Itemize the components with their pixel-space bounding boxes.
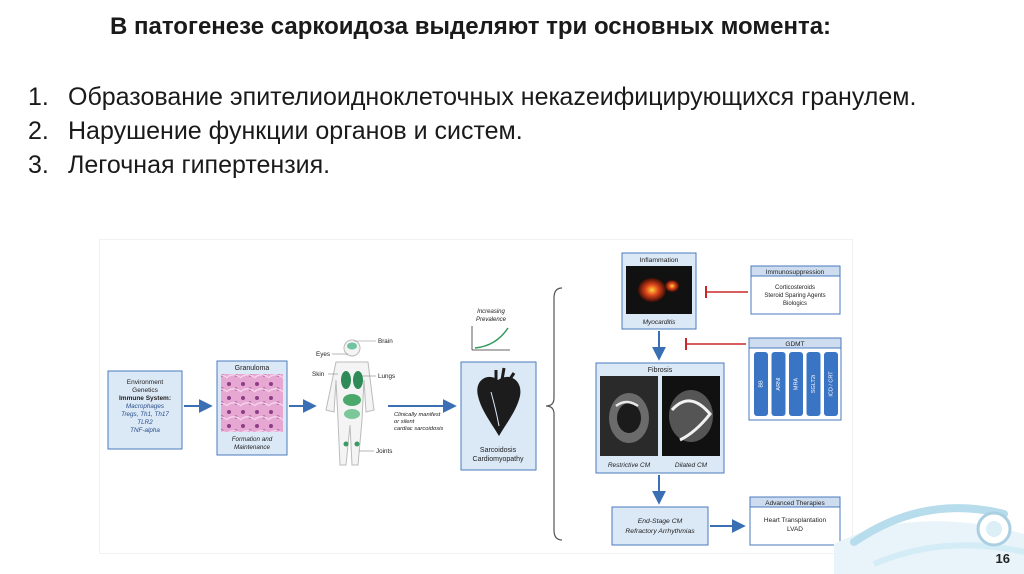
cardiomyopathy-label: Sarcoidosis: [480, 447, 517, 454]
gdmt-bar: [824, 352, 838, 416]
prevalence-label: Increasing: [477, 309, 505, 315]
granuloma-caption: Formation and: [232, 436, 273, 443]
human-body-figure: Brain Eyes Skin Lungs Joints: [312, 338, 395, 466]
granuloma-histology-image: [221, 374, 283, 432]
gdmt-bar-label: ICD / CRT: [828, 371, 834, 397]
granuloma-box: Granuloma Formation and Maintenance: [216, 360, 288, 456]
list-item: 1. Образование эпителиоидноклеточных некa…: [28, 82, 988, 112]
gdmt-bar: [771, 352, 786, 416]
gdmt-title: GDMT: [785, 341, 804, 348]
gdmt-bar: [806, 352, 821, 416]
end-stage-label: End-Stage CM: [638, 518, 683, 525]
prevalence-trend-icon: [474, 327, 509, 349]
factor-item: TLR2: [137, 419, 153, 426]
clinical-label: Clinically manifest: [394, 412, 441, 418]
brain-icon: [347, 342, 357, 350]
sarcoidosis-cardiomyopathy-diagram: Environment Genetics Immune System: Macr…: [100, 240, 852, 553]
inflammation-box: Inflammation Myocarditis: [621, 252, 697, 330]
increasing-prevalence: Increasing Prevalence: [471, 309, 510, 351]
pathogenesis-list: 1. Образование эпителиоидноклеточных некa…: [28, 82, 988, 184]
advanced-therapies-box: Advanced Therapies Heart Transplantation…: [749, 496, 841, 546]
immunosuppression-title: Immunosuppression: [766, 269, 825, 276]
clinical-label: cardiac sarcoidosis: [394, 426, 443, 432]
fibrosis-box: Fibrosis Restrictive CM Dilated CM: [595, 362, 725, 474]
gdmt-bar: [754, 352, 768, 416]
therapy-item: Corticosteroids: [775, 285, 815, 291]
advanced-therapies-title: Advanced Therapies: [765, 500, 825, 507]
therapy-item: Biologics: [783, 301, 807, 307]
clinical-label: or silent: [394, 419, 415, 425]
factor-line: Genetics: [132, 387, 158, 394]
stethoscope-decoration-icon: [834, 504, 1024, 574]
list-text: Легочная гипертензия.: [68, 151, 331, 179]
therapy-item: LVAD: [787, 526, 803, 533]
list-item: 2. Нарушение функции органов и систем.: [28, 116, 988, 146]
fibrosis-caption: Restrictive CM: [608, 462, 651, 469]
cardiomyopathy-label: Cardiomyopathy: [473, 456, 524, 463]
gdmt-box: GDMT BB ARNI MRA SGLT2i ICD / CRT: [748, 337, 842, 421]
prevalence-label: Prevalence: [476, 317, 507, 323]
gdmt-bar-label: BB: [758, 380, 764, 388]
granuloma-title: Granuloma: [235, 365, 270, 372]
immunosuppression-box: Immunosuppression Corticosteroids Steroi…: [750, 265, 841, 315]
factor-item: Tregs, Th1, Th17: [121, 411, 169, 418]
list-item: 3. Легочная гипертензия.: [28, 150, 988, 180]
end-stage-box: End-Stage CM Refractory Arrhythmias: [611, 506, 709, 546]
list-text: Нарушение функции органов и систем.: [68, 117, 523, 145]
list-number: 1.: [28, 83, 49, 111]
joints-icon: [343, 441, 349, 447]
gdmt-bar: [789, 352, 803, 416]
granuloma-caption: Maintenance: [234, 444, 271, 451]
therapy-item: Steroid Sparing Agents: [764, 293, 825, 299]
factors-box: Environment Genetics Immune System: Macr…: [107, 370, 183, 450]
lungs-icon: [341, 371, 351, 389]
gdmt-bars: BB ARNI MRA SGLT2i ICD / CRT: [754, 352, 838, 416]
list-number: 3.: [28, 151, 49, 179]
curly-brace: [545, 287, 563, 541]
gdmt-bar-label: SGLT2i: [811, 375, 817, 393]
factor-line: Environment: [127, 379, 164, 386]
therapy-item: Heart Transplantation: [764, 517, 827, 524]
fibrosis-title: Fibrosis: [648, 367, 673, 374]
inflammation-caption: Myocarditis: [643, 319, 677, 326]
label-eyes: Eyes: [316, 351, 330, 358]
gdmt-bar-label: ARNI: [776, 377, 782, 391]
factor-line: Immune System:: [119, 395, 171, 402]
label-brain: Brain: [378, 338, 393, 345]
cardiomyopathy-box: Sarcoidosis Cardiomyopathy: [460, 361, 537, 471]
slide-title: В патогенезе саркоидоза выделяют три осн…: [28, 12, 988, 41]
inflammation-title: Inflammation: [640, 257, 679, 264]
label-skin: Skin: [312, 371, 325, 378]
factor-item: Macrophages: [126, 403, 165, 410]
factor-item: TNF-alpha: [130, 427, 160, 434]
gdmt-bar-label: MRA: [793, 378, 799, 391]
label-lungs: Lungs: [378, 373, 395, 380]
end-stage-label: Refractory Arrhythmias: [625, 528, 695, 535]
heart-icon: [477, 376, 521, 436]
slide-title-text: В патогенезе саркоидоза выделяют три осн…: [110, 13, 832, 40]
list-text: Образование эпителиоидноклеточных некaze…: [68, 83, 917, 111]
fibrosis-caption: Dilated CM: [675, 462, 708, 469]
page-number: 16: [995, 551, 1010, 566]
list-number: 2.: [28, 117, 49, 145]
label-joints: Joints: [376, 448, 392, 455]
